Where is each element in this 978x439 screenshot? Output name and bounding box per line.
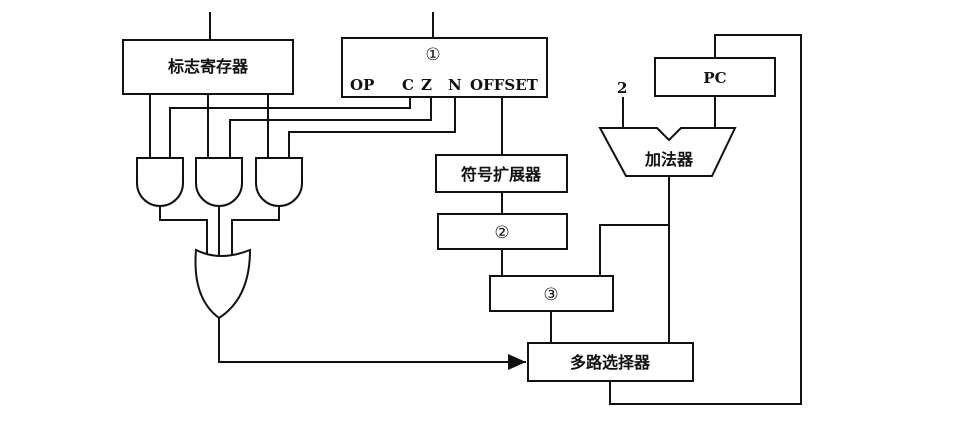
and-gate-3 [255,157,303,207]
field-offset: OFFSET [470,76,539,94]
field-c: C [402,76,414,94]
or-to-mux-wire [218,318,526,370]
box2-label: ② [494,223,509,243]
field-n: N [448,76,462,94]
instruction-register-marker: ① [425,45,440,65]
mux-to-pc-feedback-wire [609,34,802,405]
and-gate-2 [195,157,243,207]
adder-label: 加法器 [644,150,694,169]
field-z: Z [421,76,432,94]
box3-label: ③ [543,285,558,305]
n-bit-wire [288,97,456,158]
instruction-register-box [341,37,548,98]
flag-register-label: 标志寄存器 [167,57,249,76]
mux-box [527,342,694,382]
c-bit-wire [169,97,411,158]
and-gate-1 [136,157,184,207]
and1-to-or-wire [159,206,208,255]
mux-label: 多路选择器 [570,353,651,372]
or-gate [194,248,252,320]
adder-constant-input: 2 [617,79,627,97]
sign-extender-label: 符号扩展器 [461,165,542,184]
and3-to-or-wire [231,206,280,255]
z-bit-wire [229,97,432,158]
box2 [437,213,568,250]
adder-to-box3-wire [599,224,669,276]
adder-trapezoid [598,127,737,177]
pc-label: PC [703,69,726,87]
field-op: OP [350,76,374,94]
box3 [489,275,614,312]
